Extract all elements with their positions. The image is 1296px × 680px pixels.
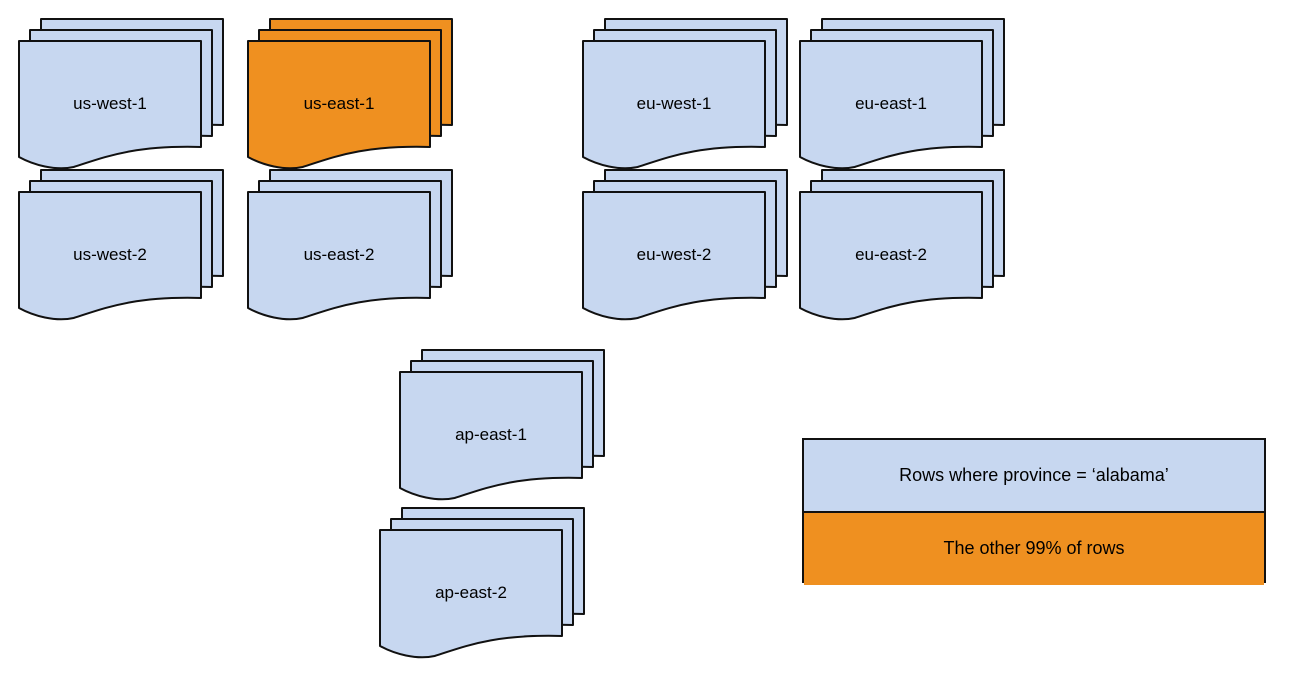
stack-label-us-east-2: us-east-2 <box>303 244 375 264</box>
stack-label-eu-west-1: eu-west-1 <box>636 93 712 113</box>
stack-sheet-3 <box>18 191 202 321</box>
stack-label-us-west-2: us-west-2 <box>73 244 147 264</box>
stack-label-us-east-1: us-east-1 <box>303 93 375 113</box>
region-stack-us-east-1[interactable] <box>247 18 458 175</box>
stack-label-eu-east-1: eu-east-1 <box>855 93 927 113</box>
stack-sheet-3 <box>799 40 983 170</box>
stack-label-ap-east-1: ap-east-1 <box>455 424 527 444</box>
stack-label-us-west-1: us-west-1 <box>73 93 147 113</box>
region-stack-ap-east-2[interactable] <box>379 507 590 664</box>
region-stack-eu-west-1[interactable] <box>582 18 793 175</box>
stack-sheet-3 <box>247 40 431 170</box>
region-stack-eu-west-2[interactable] <box>582 169 793 326</box>
region-stack-us-east-2[interactable] <box>247 169 458 326</box>
stack-label-eu-west-2: eu-west-2 <box>636 244 712 264</box>
region-stack-us-west-1[interactable] <box>18 18 229 175</box>
stack-sheet-3 <box>799 191 983 321</box>
legend-row-orange: The other 99% of rows <box>804 512 1264 585</box>
stack-sheet-3 <box>399 371 583 501</box>
region-stack-us-west-2[interactable] <box>18 169 229 326</box>
legend-row-blue: Rows where province = ‘alabama’ <box>804 440 1264 513</box>
stack-sheet-3 <box>247 191 431 321</box>
region-stack-eu-east-2[interactable] <box>799 169 1010 326</box>
legend: Rows where province = ‘alabama’ The other… <box>802 438 1266 585</box>
stack-label-ap-east-2: ap-east-2 <box>435 582 507 602</box>
stack-sheet-3 <box>582 40 766 170</box>
region-stack-ap-east-1[interactable] <box>399 349 610 506</box>
stack-sheet-3 <box>582 191 766 321</box>
legend-row-label: The other 99% of rows <box>943 538 1125 559</box>
legend-row-label: Rows where province = ‘alabama’ <box>899 464 1169 485</box>
stack-label-eu-east-2: eu-east-2 <box>855 244 927 264</box>
stack-sheet-3 <box>379 529 563 659</box>
region-stack-eu-east-1[interactable] <box>799 18 1010 175</box>
stack-sheet-3 <box>18 40 202 170</box>
